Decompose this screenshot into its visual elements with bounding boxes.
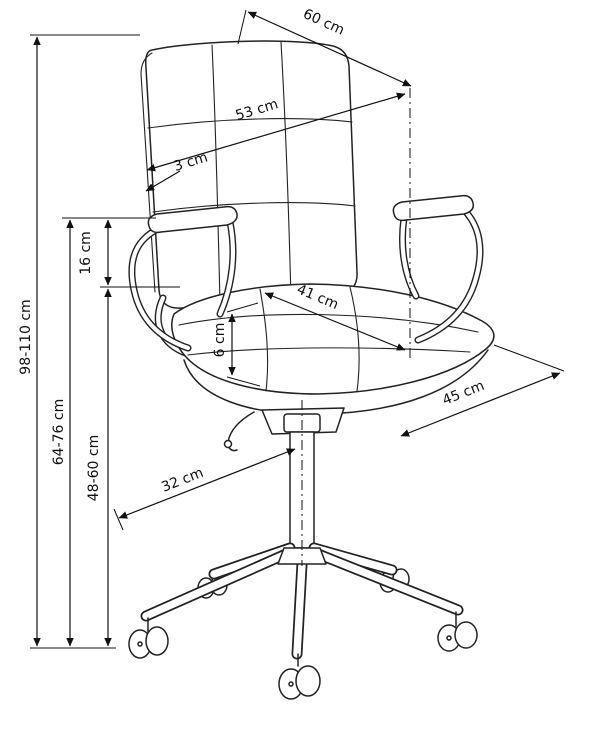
dim-label-base-span: 32 cm [159, 465, 205, 496]
dimension-lines [30, 9, 565, 649]
caster [278, 653, 321, 700]
dim-line-seat-depth [400, 372, 561, 437]
dim-label-cushion-thickness: 6 cm [212, 323, 228, 358]
armrest-right [392, 194, 484, 344]
backrest-thickness-edge [140, 73, 156, 293]
caster [437, 611, 478, 652]
dim-label-backrest-diagonal: 60 cm [300, 6, 346, 39]
armrest-right-pad [392, 194, 475, 222]
chair-illustration [128, 40, 495, 700]
base-star [128, 542, 478, 700]
armrest-left [128, 205, 238, 352]
dim-line-backrest-width [146, 92, 406, 172]
dim-line-base-span [118, 448, 296, 519]
dim-label-armrest-height: 64-76 cm [51, 399, 67, 465]
dim-line-backrest-diagonal [247, 11, 412, 87]
dim-line-seat-width [264, 292, 406, 351]
caster [128, 617, 169, 659]
dim-label-seat-height: 48-60 cm [86, 435, 102, 501]
dim-label-seat-to-armrest: 16 cm [78, 231, 94, 275]
armrest-left-pad [147, 205, 238, 234]
dim-label-overall-height: 98-110 cm [18, 299, 34, 374]
dim-line-backrest-thickness [145, 170, 181, 192]
